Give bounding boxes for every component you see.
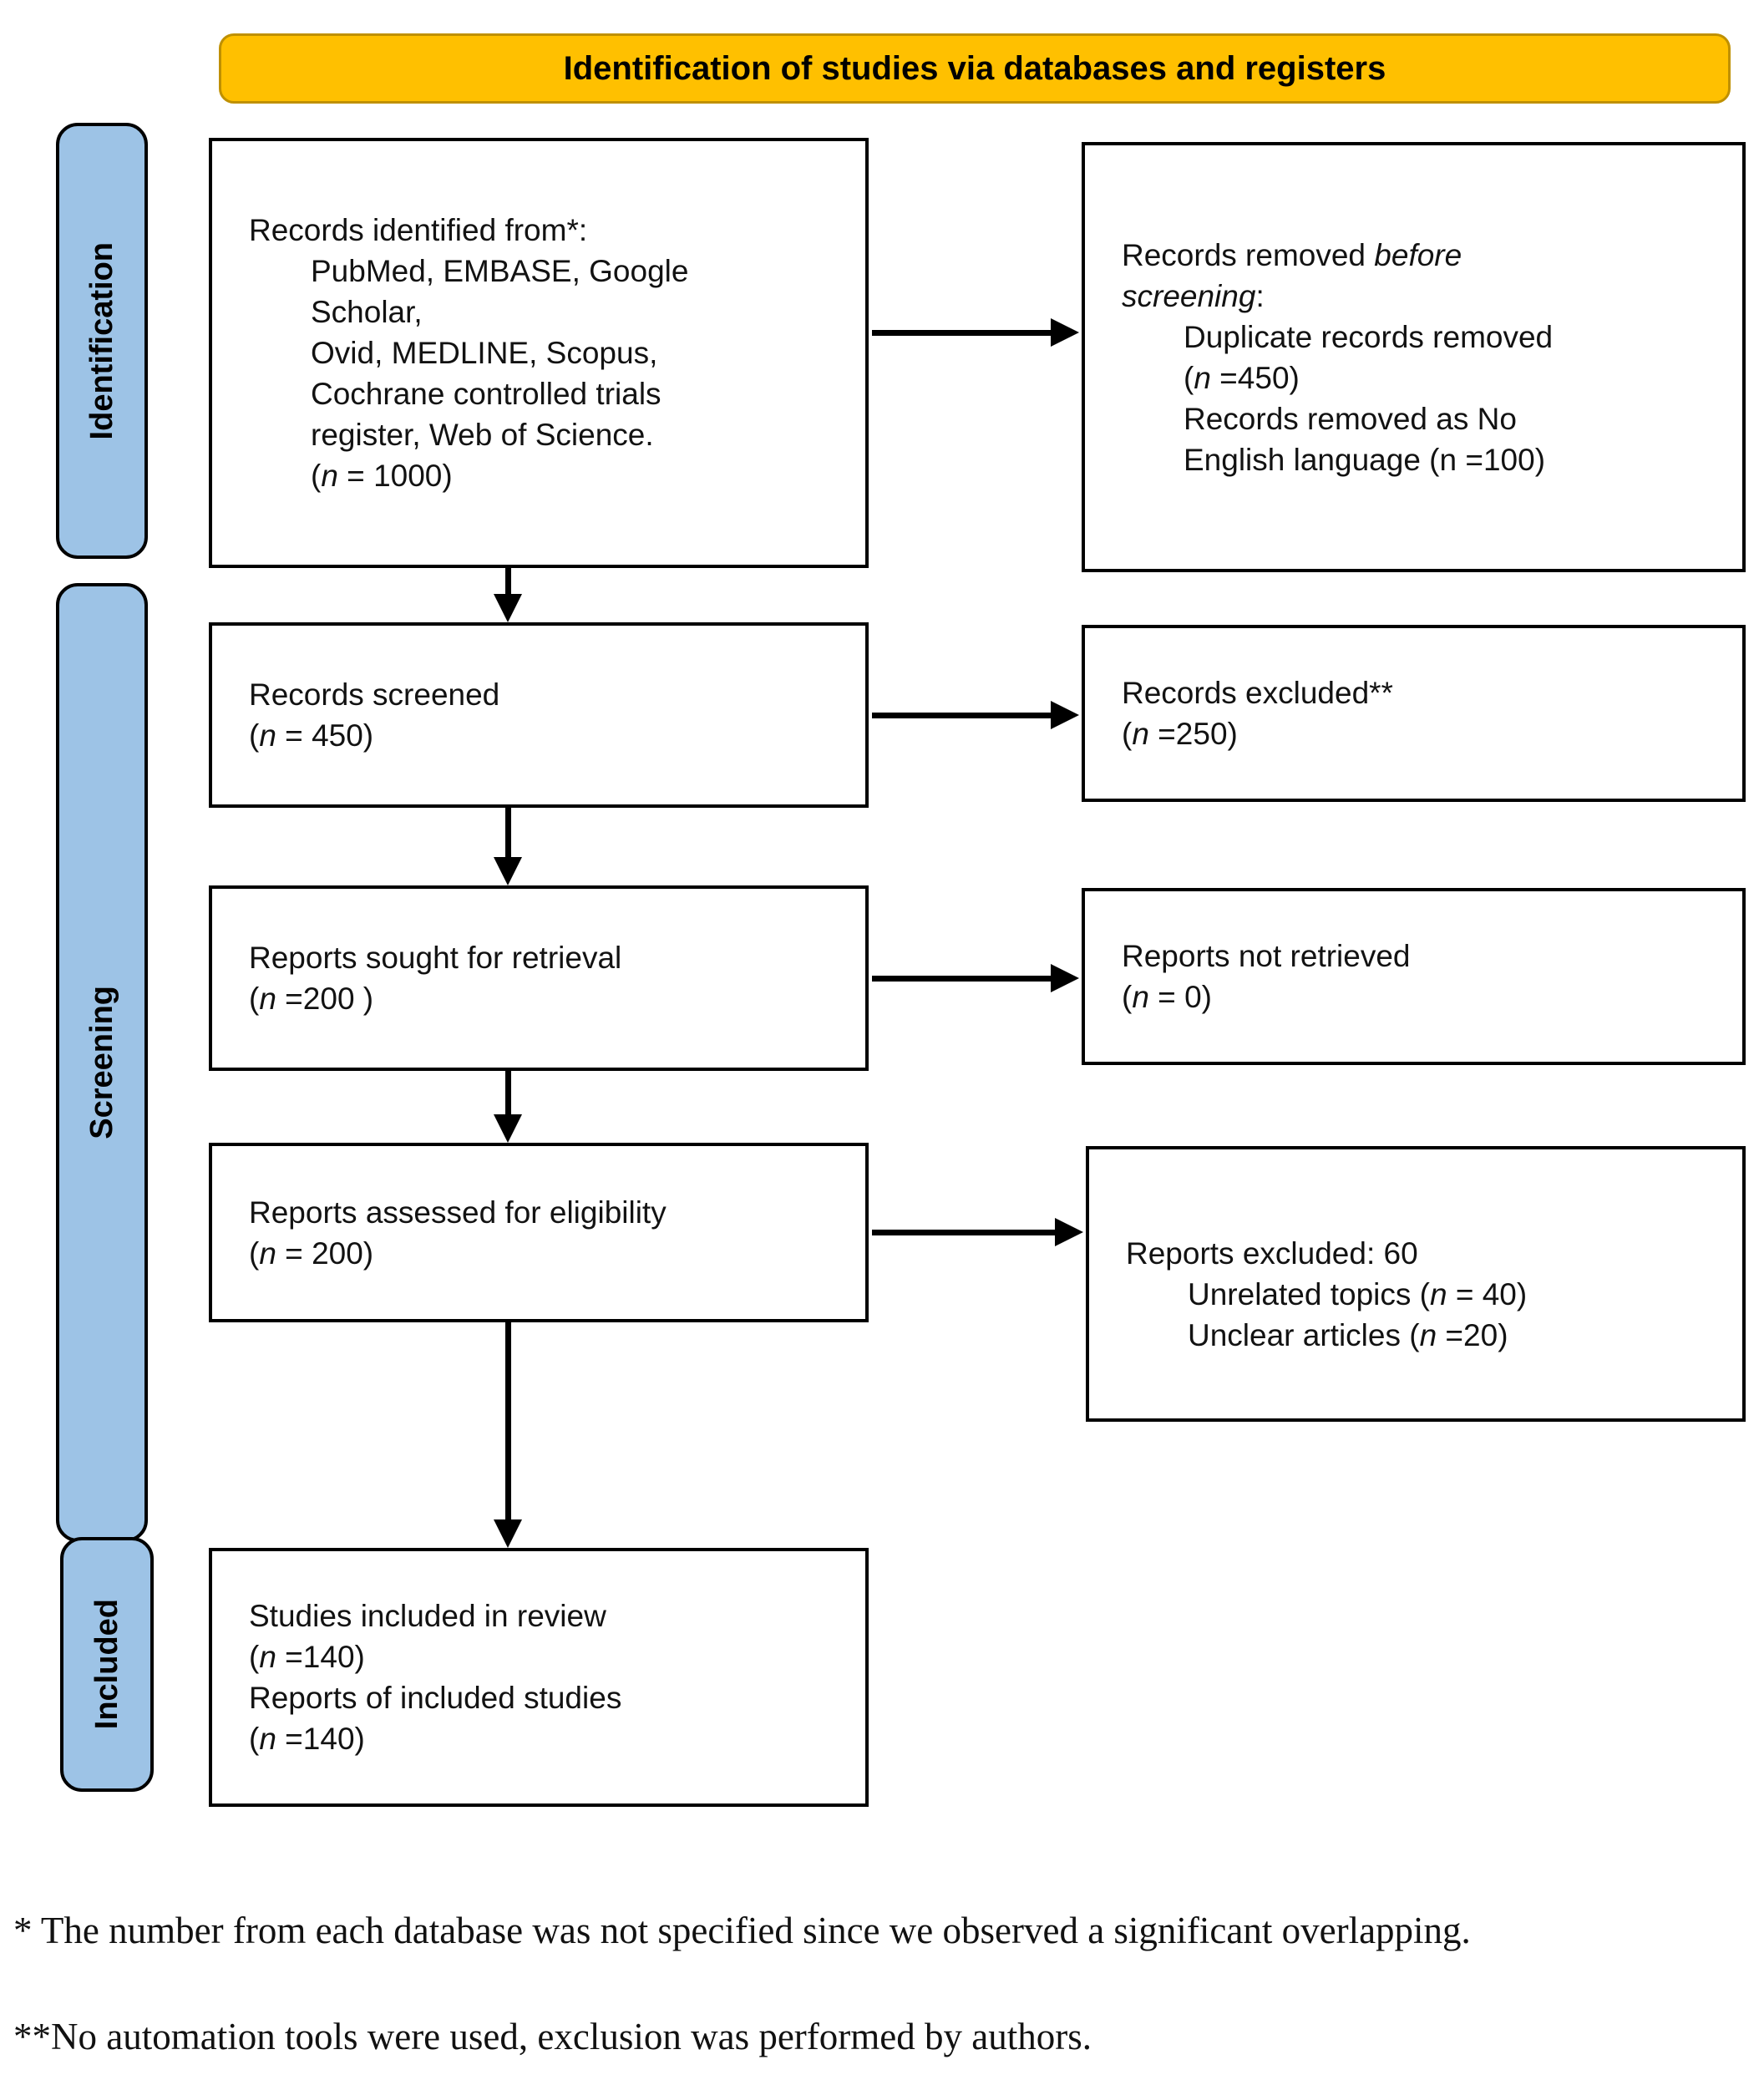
box-records-excluded: Records excluded** (n =250) [1082,625,1746,802]
box-line: Records removed before [1122,237,1462,272]
box-line: Records screened [249,677,500,712]
box-reports-assessed-for-eligibility: Reports assessed for eligibility (n = 200… [209,1143,869,1322]
box-line: Ovid, MEDLINE, Scopus, [311,336,658,370]
box-line: Reports of included studies [249,1681,622,1715]
arrow-shaft [872,712,1051,718]
box-line: (n =250) [1122,717,1238,751]
box-reports-not-retrieved: Reports not retrieved (n = 0) [1082,888,1746,1065]
stage-bar-included: Included [60,1537,154,1792]
box-line: Scholar, [311,295,423,329]
arrow-shaft [504,1069,511,1114]
box-line: Reports not retrieved [1122,939,1411,973]
box-line: Unclear articles (n =20) [1188,1318,1508,1352]
box-line: register, Web of Science. [311,418,654,452]
arrow-head-icon [494,857,522,885]
box-line: (n = 450) [249,718,374,753]
box-line: Cochrane controlled trials [311,377,662,411]
arrow-shaft [872,975,1051,982]
arrow-head-icon [1051,964,1079,992]
box-records-screened: Records screened (n = 450) [209,622,869,808]
box-line: Records removed as No [1184,401,1517,436]
stage-bar-screening: Screening [56,583,148,1542]
box-line: screening: [1122,278,1265,313]
arrow-reports-assessed-to-studies-included [494,1321,522,1548]
box-line: (n =140) [249,1722,365,1756]
footnote-no-automation-tools: **No automation tools were used, exclusi… [13,2016,1092,2057]
arrow-records-identified-to-records-removed [872,318,1079,347]
arrow-head-icon [1051,318,1079,347]
arrow-reports-sought-to-reports-assessed [494,1069,522,1143]
box-line: (n =140) [249,1640,365,1674]
arrow-shaft [872,1229,1055,1235]
stage-label-included: Included [89,1599,124,1730]
box-line: (n = 1000) [311,459,453,493]
box-line: Reports sought for retrieval [249,941,622,975]
box-line: Unrelated topics (n = 40) [1188,1277,1528,1311]
box-reports-excluded: Reports excluded: 60 Unrelated topics (n … [1086,1146,1746,1422]
arrow-records-screened-to-reports-sought [494,806,522,885]
arrow-reports-sought-to-reports-not-retrieved [872,964,1079,992]
box-studies-included-in-review: Studies included in review (n =140) Report… [209,1548,869,1807]
box-line: Reports excluded: 60 [1126,1236,1418,1271]
box-records-removed-before-screening: Records removed before screening: Duplicat… [1082,142,1746,572]
arrow-records-screened-to-records-excluded [872,701,1079,729]
stage-label-identification: Identification [84,241,119,440]
arrow-head-icon [1055,1218,1083,1246]
box-line: Records excluded** [1122,676,1393,710]
arrow-shaft [504,1321,511,1519]
arrow-records-identified-to-records-screened [494,566,522,622]
arrow-shaft [504,806,511,857]
box-line: (n =450) [1184,360,1300,395]
arrow-shaft [504,566,511,594]
box-line: PubMed, EMBASE, Google [311,254,689,288]
box-line: (n = 200) [249,1235,374,1271]
box-line: (n =200 ) [249,982,374,1016]
stage-label-screening: Screening [84,986,119,1139]
box-line: English language (n =100) [1184,442,1546,477]
box-line: (n = 0) [1122,980,1212,1014]
box-line: Studies included in review [249,1599,606,1633]
box-line: Records identified from*: [249,213,588,247]
diagram-title-banner: Identification of studies via databases … [219,33,1731,104]
arrow-reports-assessed-to-reports-excluded [872,1218,1083,1246]
diagram-title: Identification of studies via databases … [563,49,1386,87]
arrow-head-icon [494,594,522,622]
arrow-shaft [872,329,1051,336]
arrow-head-icon [494,1519,522,1548]
box-line: Reports assessed for eligibility [249,1195,667,1230]
stage-bar-identification: Identification [56,123,148,559]
box-records-identified: Records identified from*: PubMed, EMBASE,… [209,138,869,568]
arrow-head-icon [494,1114,522,1143]
arrow-head-icon [1051,701,1079,729]
box-reports-sought-for-retrieval: Reports sought for retrieval (n =200 ) [209,885,869,1071]
box-line: Duplicate records removed [1184,319,1554,354]
footnote-databases-overlap: * The number from each database was not … [13,1910,1471,1951]
